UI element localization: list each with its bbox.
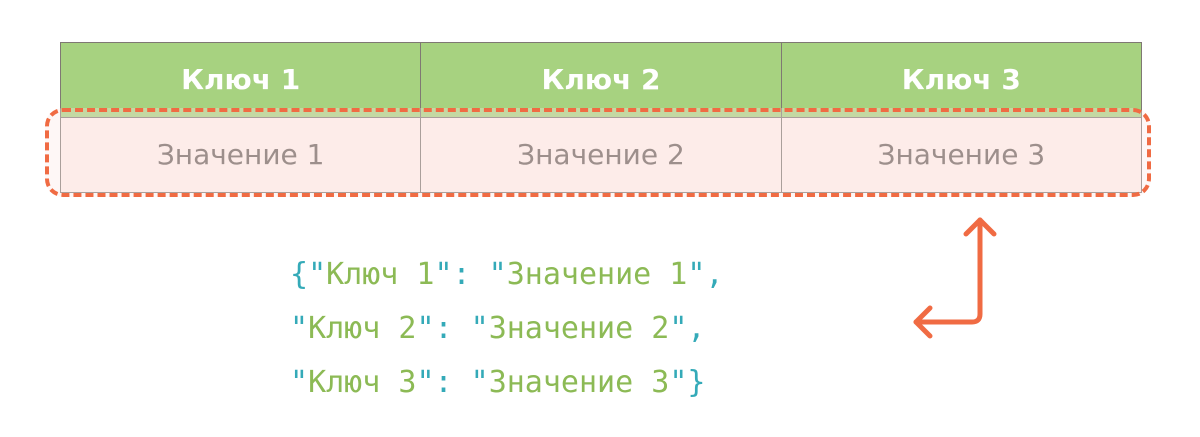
header-cell-1: Ключ 1 (61, 43, 421, 117)
json-line-3: "Ключ 3": "Значение 3"} (290, 365, 706, 400)
row-highlight-dashed-outline (45, 108, 1151, 197)
value-cell-2: Значение 2 (420, 118, 781, 192)
header-cell-2: Ключ 2 (420, 43, 781, 117)
json-object-code: {"Ключ 1": "Значение 1", "Ключ 2": "Значе… (290, 248, 724, 410)
value-cell-3: Значение 3 (780, 118, 1141, 192)
json-line-2: "Ключ 2": "Значение 2", (290, 311, 706, 346)
json-line-1: {"Ключ 1": "Значение 1", (290, 257, 724, 292)
header-cell-3: Ключ 3 (780, 43, 1141, 117)
bidirectional-elbow-arrow-icon (913, 217, 997, 339)
value-cell-1: Значение 1 (61, 118, 421, 192)
value-row: Значение 1 Значение 2 Значение 3 (61, 118, 1141, 192)
header-row: Ключ 1 Ключ 2 Ключ 3 (61, 43, 1141, 118)
key-value-table: Ключ 1 Ключ 2 Ключ 3 Значение 1 Значение… (60, 42, 1142, 193)
